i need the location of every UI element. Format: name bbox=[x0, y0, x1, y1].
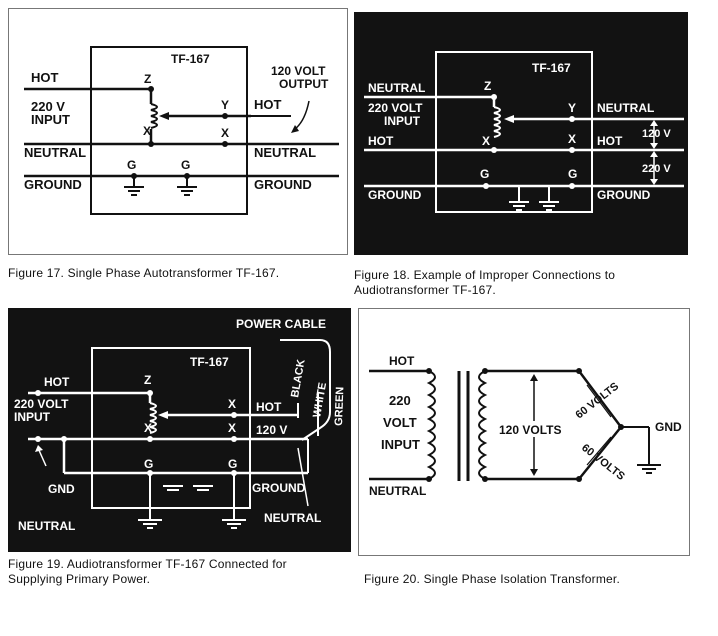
box-label: TF-167 bbox=[190, 355, 229, 369]
ground-tap-1: G bbox=[480, 167, 489, 181]
tap-x-upper: X bbox=[228, 397, 236, 411]
120-volts-label: 120 VOLTS bbox=[499, 423, 561, 437]
input-label-2: INPUT bbox=[384, 114, 421, 128]
ground-right-label: GROUND bbox=[597, 188, 651, 202]
neutral-right-label: NEUTRAL bbox=[254, 145, 316, 160]
black-wire-label: BLACK bbox=[289, 358, 308, 398]
transformer-box bbox=[90, 46, 248, 215]
ground-tap-2: G bbox=[228, 457, 237, 471]
figure-20-caption: Figure 20. Single Phase Isolation Transf… bbox=[364, 572, 620, 586]
hot-left-label: HOT bbox=[44, 375, 70, 389]
tap-z: Z bbox=[144, 373, 151, 387]
caption-line-1: Figure 19. Audiotransformer TF-167 Conne… bbox=[8, 557, 287, 571]
ground-right-label: GROUND bbox=[254, 177, 312, 192]
hot-right-label: HOT bbox=[254, 97, 282, 112]
transformer-box bbox=[91, 347, 251, 509]
input-label-1: 220 V bbox=[31, 99, 65, 114]
neutral-right-label: NEUTRAL bbox=[597, 101, 654, 115]
white-wire-label: WHITE bbox=[311, 382, 329, 419]
figure-17-diagram: TF-167 HOT 220 V INPUT NEUTRAL bbox=[24, 46, 339, 215]
figure-18-diagram: TF-167 NEUTRAL 220 VOLT INPUT HOT bbox=[364, 51, 684, 213]
figure-17-panel: TF-167 HOT 220 V INPUT NEUTRAL bbox=[8, 8, 348, 255]
ground-tap-1: G bbox=[127, 158, 136, 172]
tap-x-lower: X bbox=[228, 421, 236, 435]
figure-20-diagram: HOT 220 VOLT INPUT NEUTRAL 120 VOLTS 60 … bbox=[369, 354, 682, 498]
figure-18-caption: Figure 18. Example of Improper Connectio… bbox=[354, 268, 684, 298]
figure-19-diagram: TF-167 bbox=[14, 317, 346, 533]
green-wire-label: GREEN bbox=[333, 387, 346, 427]
voltage-label-120: 120 V bbox=[642, 128, 671, 140]
hot-left-label: HOT bbox=[368, 134, 394, 148]
box-label: TF-167 bbox=[532, 61, 571, 75]
hot-right-label: HOT bbox=[597, 134, 623, 148]
figure-18-panel: TF-167 NEUTRAL 220 VOLT INPUT HOT bbox=[354, 12, 688, 255]
transformer-box bbox=[435, 51, 593, 213]
output-label-2: OUTPUT bbox=[279, 77, 329, 91]
box-label: TF-167 bbox=[171, 52, 210, 66]
tap-z: Z bbox=[144, 72, 151, 86]
hot-label: HOT bbox=[389, 354, 415, 368]
caption-line-2: Audiotransformer TF-167. bbox=[354, 283, 496, 297]
input-label-3: INPUT bbox=[381, 437, 420, 452]
input-label-1: 220 bbox=[389, 393, 411, 408]
tap-x: X bbox=[144, 421, 152, 435]
power-cable-label: POWER CABLE bbox=[236, 317, 326, 331]
output-label-1: 120 VOLT bbox=[271, 64, 326, 78]
input-label-1: 220 VOLT bbox=[368, 101, 423, 115]
ground-tap-1: G bbox=[144, 457, 153, 471]
volt-right-label: 120 V bbox=[256, 423, 287, 437]
neutral-bottom-label: NEUTRAL bbox=[18, 519, 75, 533]
input-label-2: VOLT bbox=[383, 415, 417, 430]
tap-y: Y bbox=[568, 101, 576, 115]
tap-x: X bbox=[143, 124, 151, 138]
neutral-left-label: NEUTRAL bbox=[368, 81, 425, 95]
input-label-1: 220 VOLT bbox=[14, 397, 69, 411]
ground-right-label: GROUND bbox=[252, 481, 306, 495]
figure-17-caption: Figure 17. Single Phase Autotransformer … bbox=[8, 266, 280, 280]
ground-tap-2: G bbox=[568, 167, 577, 181]
neutral-left-label: NEUTRAL bbox=[24, 145, 86, 160]
caption-line-1: Figure 18. Example of Improper Connectio… bbox=[354, 268, 616, 282]
hot-right-label: HOT bbox=[256, 400, 282, 414]
tap-x-right: X bbox=[221, 126, 229, 140]
tap-y: Y bbox=[221, 98, 229, 112]
60-volts-upper-label: 60 VOLTS bbox=[573, 380, 621, 421]
tap-x-right: X bbox=[568, 132, 576, 146]
ground-left-label: GROUND bbox=[368, 188, 422, 202]
neutral-label: NEUTRAL bbox=[369, 484, 426, 498]
tap-z: Z bbox=[484, 79, 491, 93]
voltage-label-220: 220 V bbox=[642, 163, 671, 175]
gnd-label: GND bbox=[655, 420, 682, 434]
hot-left-label: HOT bbox=[31, 70, 59, 85]
figure-20-panel: HOT 220 VOLT INPUT NEUTRAL 120 VOLTS 60 … bbox=[358, 308, 690, 556]
ground-tap-2: G bbox=[181, 158, 190, 172]
neutral-right-label: NEUTRAL bbox=[264, 511, 321, 525]
figure-19-caption: Figure 19. Audiotransformer TF-167 Conne… bbox=[8, 557, 353, 587]
figure-19-panel: TF-167 bbox=[8, 308, 351, 552]
caption-line-2: Supplying Primary Power. bbox=[8, 572, 151, 586]
tap-x: X bbox=[482, 134, 490, 148]
ground-left-label: GROUND bbox=[24, 177, 82, 192]
input-label-2: INPUT bbox=[14, 410, 51, 424]
input-label-2: INPUT bbox=[31, 112, 70, 127]
gnd-label: GND bbox=[48, 482, 75, 496]
